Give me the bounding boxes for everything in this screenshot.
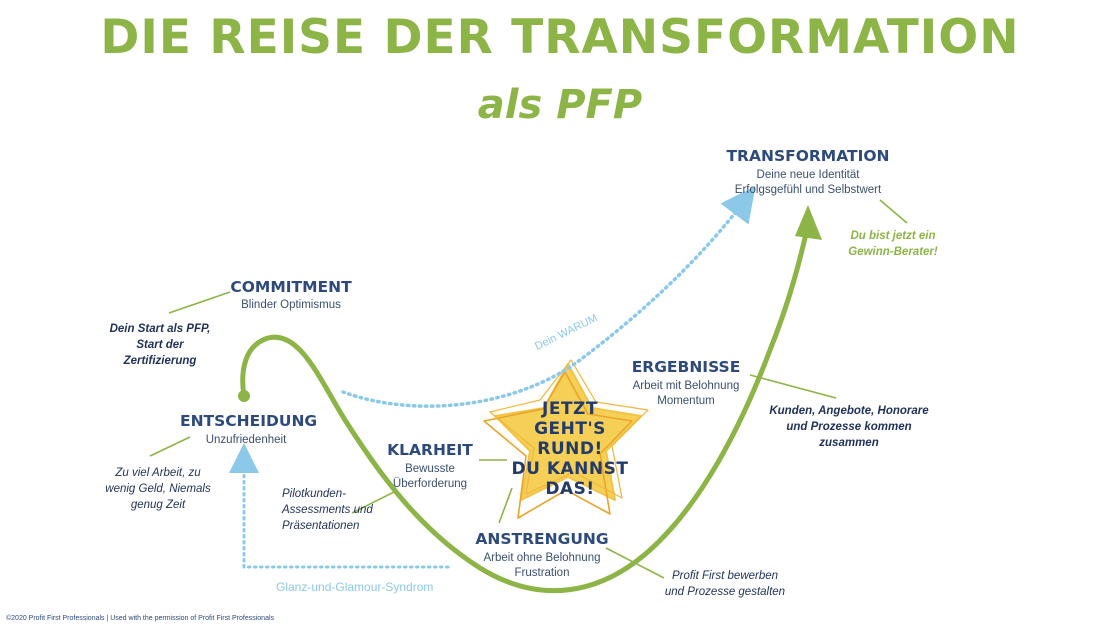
note-line: Zu viel Arbeit, zu	[115, 467, 201, 479]
footer-credit: ©2020 Profit First Professionals | Used …	[6, 615, 275, 622]
note-line: Start der	[136, 339, 184, 351]
journey-arrowhead	[795, 205, 822, 240]
note-line: wenig Geld, Niemals	[105, 483, 211, 495]
note-line: Zertifizierung	[123, 355, 197, 367]
page-subtitle: als PFP	[477, 82, 643, 128]
note-line: Gewinn-Berater!	[848, 246, 938, 258]
stage-title: ENTSCHEIDUNG	[180, 412, 318, 430]
note-line: und Prozesse gestalten	[664, 586, 786, 598]
stage-klarheit: KLARHEIT Bewusste Überforderung	[384, 441, 476, 492]
stage-transformation: TRANSFORMATION Deine neue Identität Erfo…	[712, 147, 904, 198]
stage-desc: Frustration	[514, 567, 570, 579]
stage-desc: Unzufriedenheit	[205, 434, 287, 446]
stage-title: TRANSFORMATION	[726, 147, 890, 165]
glanz-label: Glanz-und-Glamour-Syndrom	[276, 580, 434, 594]
note-profit: Profit First bewerben und Prozesse gesta…	[660, 568, 790, 600]
note-line: Profit First bewerben	[671, 570, 779, 582]
stage-title: ERGEBNISSE	[631, 358, 741, 376]
warum-path	[341, 186, 756, 408]
star-line: DAS!	[545, 479, 595, 499]
note-line: Du bist jetzt ein	[850, 230, 936, 242]
stage-desc: Arbeit mit Belohnung	[632, 380, 740, 392]
note-gewinn: Du bist jetzt ein Gewinn-Berater!	[838, 228, 948, 260]
star-line: DU KANNST	[511, 459, 629, 479]
note-line: Pilotkunden-	[282, 488, 346, 500]
stage-anstrengung: ANSTRENGUNG Arbeit ohne Belohnung Frustr…	[474, 530, 610, 581]
stage-title: KLARHEIT	[387, 441, 473, 459]
note-pilot: Pilotkunden- Assessments und Präsentatio…	[282, 486, 378, 534]
note-line: Kunden, Angebote, Honorare	[769, 405, 929, 417]
note-line: Präsentationen	[282, 520, 360, 532]
stage-commitment: COMMITMENT Blinder Optimismus	[226, 278, 356, 313]
star-shape	[483, 359, 649, 519]
star-line: JETZT	[542, 399, 598, 419]
stage-entscheidung: ENTSCHEIDUNG Unzufriedenheit	[180, 412, 318, 448]
stage-ergebnisse: ERGEBNISSE Arbeit mit Belohnung Momentum	[620, 358, 752, 409]
note-line: genug Zeit	[130, 499, 186, 511]
note-kunden: Kunden, Angebote, Honorare und Prozesse …	[764, 403, 934, 451]
glanz-path	[229, 443, 450, 569]
star-text: JETZT GEHT'S RUND! DU KANNST DAS!	[508, 399, 632, 499]
note-zuviel: Zu viel Arbeit, zu wenig Geld, Niemals g…	[96, 465, 220, 513]
journey-curve	[240, 222, 811, 594]
stage-desc: Bewusste	[405, 463, 455, 475]
page-title: DIE REISE DER TRANSFORMATION	[100, 10, 1020, 65]
note-start: Dein Start als PFP, Start der Zertifizie…	[100, 321, 220, 369]
stage-desc: Momentum	[657, 395, 715, 407]
stage-title: ANSTRENGUNG	[475, 530, 609, 548]
stage-desc: Arbeit ohne Belohnung	[483, 552, 601, 564]
note-line: und Prozesse kommen	[786, 421, 912, 433]
journey-start-dot	[238, 390, 250, 402]
note-line: Assessments und	[282, 504, 373, 516]
stage-title: COMMITMENT	[230, 278, 352, 296]
stage-desc: Blinder Optimismus	[241, 299, 341, 311]
connector-lines	[149, 199, 908, 579]
star-line: GEHT'S RUND!	[534, 419, 606, 459]
stage-desc: Erfolgsgefühl und Selbstwert	[734, 184, 882, 196]
stage-desc: Überforderung	[392, 478, 468, 490]
note-line: zusammen	[819, 437, 879, 449]
note-line: Dein Start als PFP,	[109, 323, 211, 335]
stage-desc: Deine neue Identität	[756, 169, 860, 181]
